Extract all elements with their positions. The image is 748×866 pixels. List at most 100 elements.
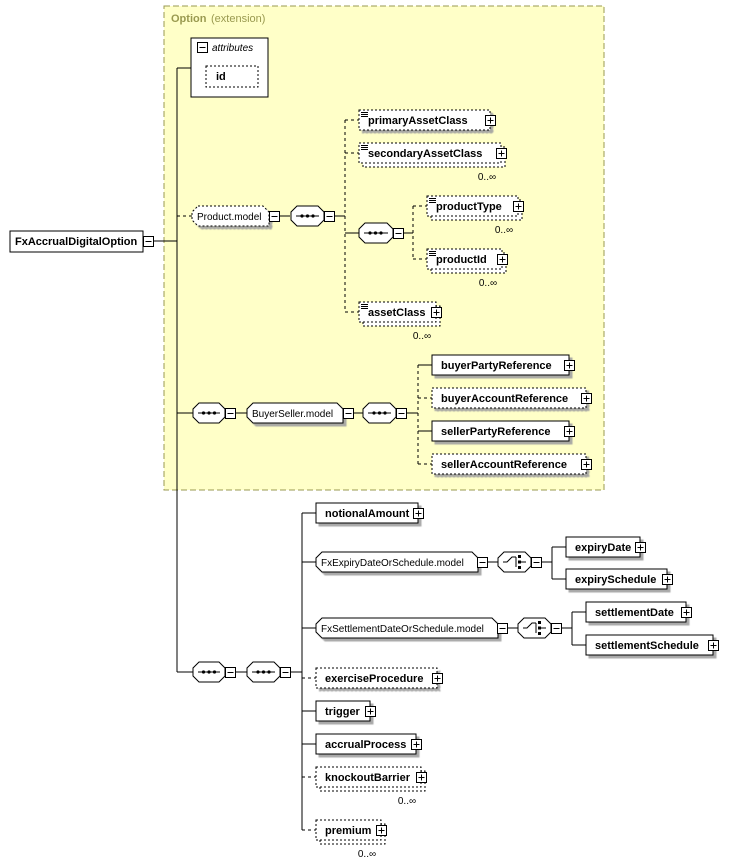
element-expiry-schedule-label: expirySchedule	[575, 574, 656, 586]
sequence-compositor-icon[interactable]	[393, 228, 404, 239]
element-notional-amount[interactable]: notionalAmount	[315, 502, 424, 524]
element-settlement-date[interactable]: settlementDate	[585, 601, 692, 623]
element-primary-asset-class-label: primaryAssetClass	[368, 115, 468, 127]
choice-compositor-icon[interactable]	[551, 623, 562, 634]
group-fx-settlement-label: FxSettlementDateOrSchedule.model	[321, 624, 484, 635]
element-seller-account-reference-label: sellerAccountReference	[441, 459, 567, 471]
group-buyer-seller-model[interactable]: BuyerSeller.model	[246, 402, 354, 424]
element-seller-party-reference[interactable]: sellerPartyReference	[431, 420, 575, 442]
element-layer: primaryAssetClass secondaryAssetClass 0..∞…	[315, 109, 719, 860]
plus-box-icon[interactable]	[413, 508, 424, 519]
plus-box-icon[interactable]	[635, 542, 646, 553]
element-seller-party-reference-label: sellerPartyReference	[441, 426, 550, 438]
sequence-compositor-buyer-seller-inner[interactable]	[362, 402, 407, 424]
element-settlement-schedule[interactable]: settlementSchedule	[585, 634, 719, 656]
cardinality-secondary-asset-class: 0..∞	[478, 172, 496, 183]
choice-compositor-expiry[interactable]	[497, 551, 542, 573]
element-expiry-schedule[interactable]: expirySchedule	[565, 568, 673, 590]
group-product-model[interactable]: Product.model	[191, 205, 280, 227]
plus-box-icon[interactable]	[432, 673, 443, 684]
element-box	[315, 667, 438, 689]
element-exercise-procedure-label: exerciseProcedure	[325, 673, 423, 685]
group-product-model-label: Product.model	[197, 212, 261, 223]
attributes-box: attributes id	[190, 37, 269, 98]
element-box	[358, 301, 437, 323]
plus-box-icon[interactable]	[497, 254, 508, 265]
cardinality-knockout-barrier: 0..∞	[398, 796, 416, 807]
sequence-compositor-icon[interactable]	[280, 667, 291, 678]
attributes-title: attributes	[212, 43, 253, 54]
plus-box-icon[interactable]	[376, 825, 387, 836]
plus-box-icon[interactable]	[564, 360, 575, 371]
group-product-model-collapse-icon[interactable]	[269, 211, 280, 222]
sequence-compositor-icon[interactable]	[324, 211, 335, 222]
element-knockout-barrier[interactable]: knockoutBarrier 0..∞	[315, 766, 427, 807]
attributes-collapse-icon[interactable]	[197, 42, 208, 53]
plus-box-icon[interactable]	[365, 706, 376, 717]
cardinality-product-type: 0..∞	[495, 225, 513, 236]
plus-box-icon[interactable]	[581, 393, 592, 404]
sequence-compositor-icon[interactable]	[225, 667, 236, 678]
root-element-label: FxAccrualDigitalOption	[15, 236, 138, 248]
group-fx-expiry-collapse-icon[interactable]	[477, 557, 488, 568]
connector-lines	[153, 67, 586, 831]
root-element-fx-accrual-digital-option[interactable]: FxAccrualDigitalOption	[9, 230, 154, 253]
element-exercise-procedure[interactable]: exerciseProcedure	[315, 667, 443, 689]
plus-box-icon[interactable]	[431, 307, 442, 318]
element-expiry-date-label: expiryDate	[575, 542, 631, 554]
cardinality-asset-class: 0..∞	[413, 331, 431, 342]
plus-box-icon[interactable]	[513, 201, 524, 212]
plus-box-icon[interactable]	[416, 772, 427, 783]
plus-box-icon[interactable]	[708, 640, 719, 651]
attribute-id-label: id	[216, 71, 226, 83]
extension-subtitle: (extension)	[211, 13, 265, 25]
sequence-compositor-icon[interactable]	[396, 408, 407, 419]
element-settlement-date-label: settlementDate	[595, 607, 674, 619]
element-primary-asset-class[interactable]: primaryAssetClass	[358, 109, 496, 131]
element-trigger[interactable]: trigger	[315, 700, 376, 722]
element-buyer-account-reference[interactable]: buyerAccountReference	[431, 387, 592, 409]
sequence-compositor-buyer-seller-outer[interactable]	[192, 402, 236, 424]
plus-box-icon[interactable]	[411, 739, 422, 750]
element-product-id[interactable]: productId 0..∞	[426, 248, 508, 289]
element-buyer-account-reference-label: buyerAccountReference	[441, 393, 568, 405]
group-buyer-seller-model-collapse-icon[interactable]	[343, 408, 354, 419]
plus-box-icon[interactable]	[485, 115, 496, 126]
element-knockout-barrier-label: knockoutBarrier	[325, 772, 411, 784]
element-secondary-asset-class[interactable]: secondaryAssetClass 0..∞	[358, 142, 507, 183]
sequence-compositor-icon[interactable]	[225, 408, 236, 419]
sequence-compositor-product[interactable]	[290, 205, 335, 227]
element-buyer-party-reference[interactable]: buyerPartyReference	[431, 354, 575, 376]
element-trigger-label: trigger	[325, 706, 361, 718]
choice-compositor-settlement[interactable]	[517, 617, 562, 639]
element-expiry-date[interactable]: expiryDate	[565, 536, 646, 558]
sequence-compositor-bottom-outer[interactable]	[192, 661, 236, 683]
element-box	[315, 766, 422, 788]
sequence-compositor-bottom-inner[interactable]	[246, 661, 291, 683]
element-secondary-asset-class-label: secondaryAssetClass	[368, 148, 482, 160]
choice-compositor-icon[interactable]	[531, 557, 542, 568]
element-product-id-label: productId	[436, 254, 487, 266]
element-buyer-party-reference-label: buyerPartyReference	[441, 360, 552, 372]
sequence-compositor-product-inner[interactable]	[358, 222, 404, 244]
root-collapse-icon[interactable]	[143, 236, 154, 247]
plus-box-icon[interactable]	[564, 426, 575, 437]
attribute-id-box[interactable]	[205, 65, 259, 88]
plus-box-icon[interactable]	[662, 574, 673, 585]
group-fx-expiry-label: FxExpiryDateOrSchedule.model	[321, 558, 464, 569]
cardinality-product-id: 0..∞	[479, 278, 497, 289]
plus-box-icon[interactable]	[581, 459, 592, 470]
plus-box-icon[interactable]	[496, 148, 507, 159]
plus-box-icon[interactable]	[681, 607, 692, 618]
element-seller-account-reference[interactable]: sellerAccountReference	[431, 453, 592, 475]
group-fx-settlement-date-or-schedule-model[interactable]: FxSettlementDateOrSchedule.model	[315, 617, 508, 639]
group-fx-expiry-date-or-schedule-model[interactable]: FxExpiryDateOrSchedule.model	[315, 551, 488, 573]
group-fx-settlement-collapse-icon[interactable]	[497, 623, 508, 634]
element-box	[315, 819, 382, 841]
element-accrual-process[interactable]: accrualProcess	[315, 733, 422, 755]
cardinality-premium: 0..∞	[358, 849, 376, 860]
